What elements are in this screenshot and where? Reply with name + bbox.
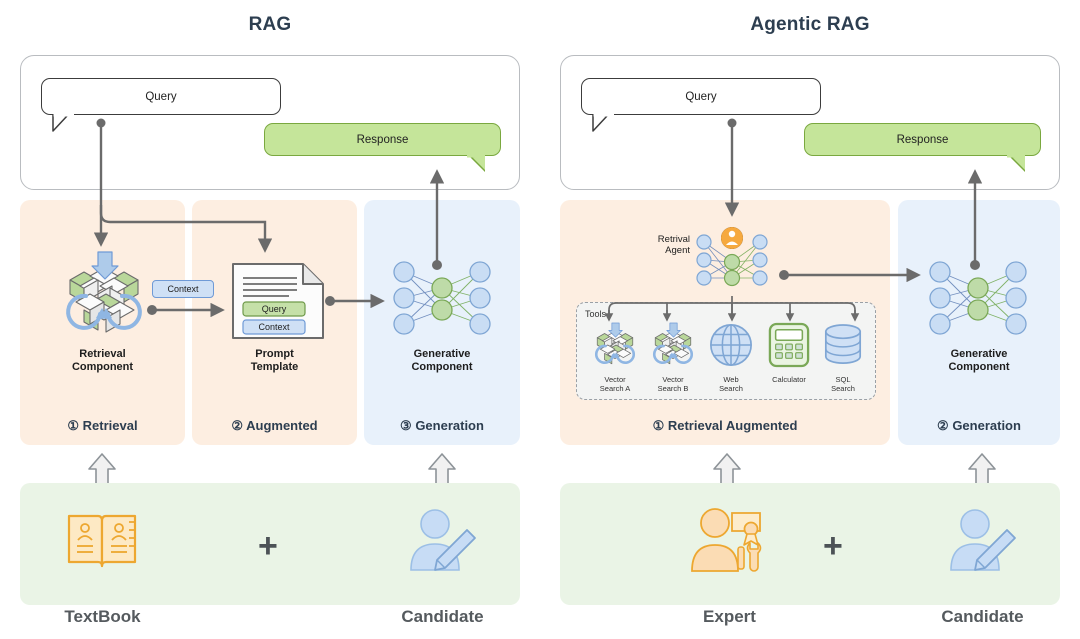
- bubble-tail-icon: [1003, 155, 1025, 173]
- bubble-tail-icon: [463, 155, 485, 173]
- tool-sql-search[interactable]: SQL Search: [814, 322, 872, 393]
- response-bubble-right: Response: [804, 123, 1041, 173]
- query-bubble-right: Query: [581, 78, 821, 132]
- stage-caption-augmented: ② Augmented: [231, 418, 318, 433]
- io-box-left: Query Response: [20, 55, 520, 190]
- svg-text:Query: Query: [262, 304, 287, 314]
- tool-label: SQL Search: [831, 375, 855, 393]
- page-title-agentic-rag: Agentic RAG: [750, 14, 870, 35]
- query-bubble-left: Query: [41, 78, 281, 132]
- vector-cube-icon: [62, 250, 146, 338]
- tool-label: Web Search: [719, 375, 743, 393]
- tool-vector-search-a[interactable]: Vector Search A: [586, 322, 644, 393]
- context-pill-label: Context: [167, 284, 199, 294]
- stage-caption-generation-right: ② Generation: [937, 418, 1021, 433]
- tool-vector-search-b[interactable]: Vector Search B: [644, 322, 702, 393]
- candidate-label-left: Candidate: [401, 607, 484, 626]
- response-bubble-label: Response: [896, 133, 949, 146]
- tools-title: Tools: [585, 309, 607, 319]
- tool-label: Vector Search A: [599, 375, 631, 393]
- tool-label: Vector Search B: [657, 375, 689, 393]
- candidate-icon: [945, 508, 1019, 572]
- svg-text:Context: Context: [258, 322, 290, 332]
- candidate-label-right: Candidate: [941, 607, 1024, 626]
- response-bubble-label: Response: [356, 133, 409, 146]
- agentic-rag-panel: Agentic RAG Query Response ① Retrieval A…: [540, 0, 1080, 639]
- query-bubble-label: Query: [685, 90, 717, 103]
- globe-icon: [708, 324, 754, 372]
- page-title-rag: RAG: [248, 14, 292, 35]
- stage-caption-retrieval-augmented: ① Retrieval Augmented: [652, 418, 798, 433]
- neural-network-icon: [926, 258, 1030, 338]
- response-bubble-left: Response: [264, 123, 501, 173]
- bubble-tail-icon: [592, 114, 614, 132]
- bubble-tail-icon: [52, 114, 74, 132]
- retrieval-agent-network-icon: [695, 222, 769, 294]
- candidate-icon: [405, 508, 479, 572]
- stage-caption-generation: ③ Generation: [400, 418, 484, 433]
- vector-cube-icon: [592, 322, 638, 372]
- io-box-right: Query Response: [560, 55, 1060, 190]
- calculator-icon: [768, 322, 810, 372]
- plus-sign-left: +: [258, 527, 278, 565]
- prompt-document-icon: Query Context: [231, 262, 326, 340]
- neural-network-icon: [390, 258, 494, 338]
- vector-cube-icon: [650, 322, 696, 372]
- stage-caption-retrieval: ① Retrieval: [67, 418, 138, 433]
- plus-sign-right: +: [823, 527, 843, 565]
- expert-label: Expert: [703, 607, 756, 626]
- tool-calculator[interactable]: Calculator: [760, 322, 818, 384]
- textbook-label: TextBook: [64, 607, 141, 626]
- database-icon: [822, 324, 864, 372]
- query-bubble-label: Query: [145, 90, 177, 103]
- context-pill: Context: [152, 280, 214, 298]
- expert-icon: [688, 505, 770, 573]
- book-icon: [65, 510, 139, 572]
- tool-web-search[interactable]: Web Search: [702, 322, 760, 393]
- tool-label: Calculator: [772, 375, 806, 384]
